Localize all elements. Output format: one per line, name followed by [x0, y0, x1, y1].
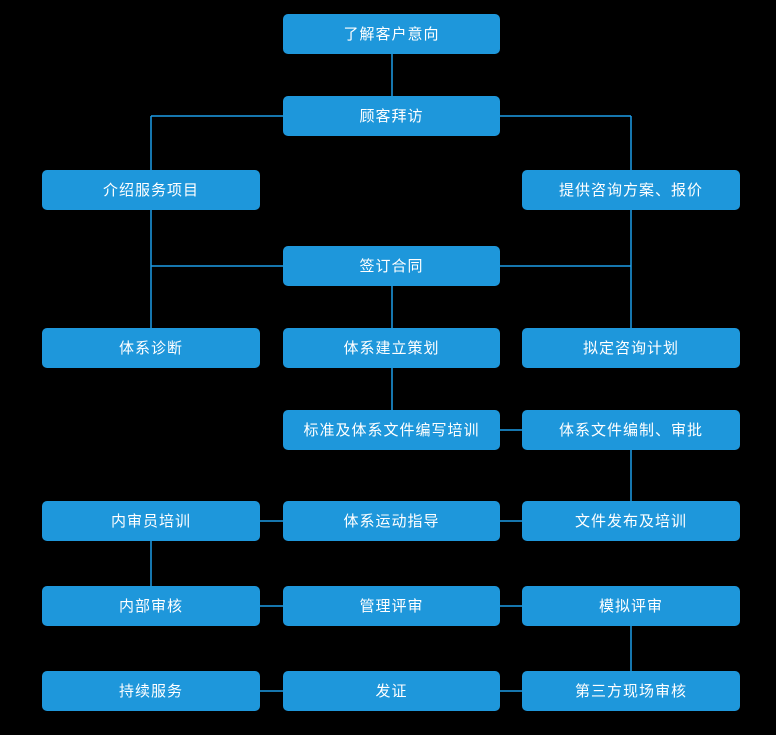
node-doc-compilation-approval: 体系文件编制、审批 — [522, 410, 740, 450]
node-management-review: 管理评审 — [283, 586, 500, 626]
node-system-planning: 体系建立策划 — [283, 328, 500, 368]
node-draft-consulting-plan: 拟定咨询计划 — [522, 328, 740, 368]
node-system-diagnosis: 体系诊断 — [42, 328, 260, 368]
node-understand-customer-intent: 了解客户意向 — [283, 14, 500, 54]
node-system-operation-guidance: 体系运动指导 — [283, 501, 500, 541]
node-doc-release-training: 文件发布及培训 — [522, 501, 740, 541]
node-customer-visit: 顾客拜访 — [283, 96, 500, 136]
node-sign-contract: 签订合同 — [283, 246, 500, 286]
node-provide-proposal-quote: 提供咨询方案、报价 — [522, 170, 740, 210]
node-mock-review: 模拟评审 — [522, 586, 740, 626]
node-continuous-service: 持续服务 — [42, 671, 260, 711]
node-certification: 发证 — [283, 671, 500, 711]
node-internal-audit: 内部审核 — [42, 586, 260, 626]
node-internal-auditor-training: 内审员培训 — [42, 501, 260, 541]
node-introduce-services: 介绍服务项目 — [42, 170, 260, 210]
node-standards-doc-training: 标准及体系文件编写培训 — [283, 410, 500, 450]
node-third-party-onsite-audit: 第三方现场审核 — [522, 671, 740, 711]
